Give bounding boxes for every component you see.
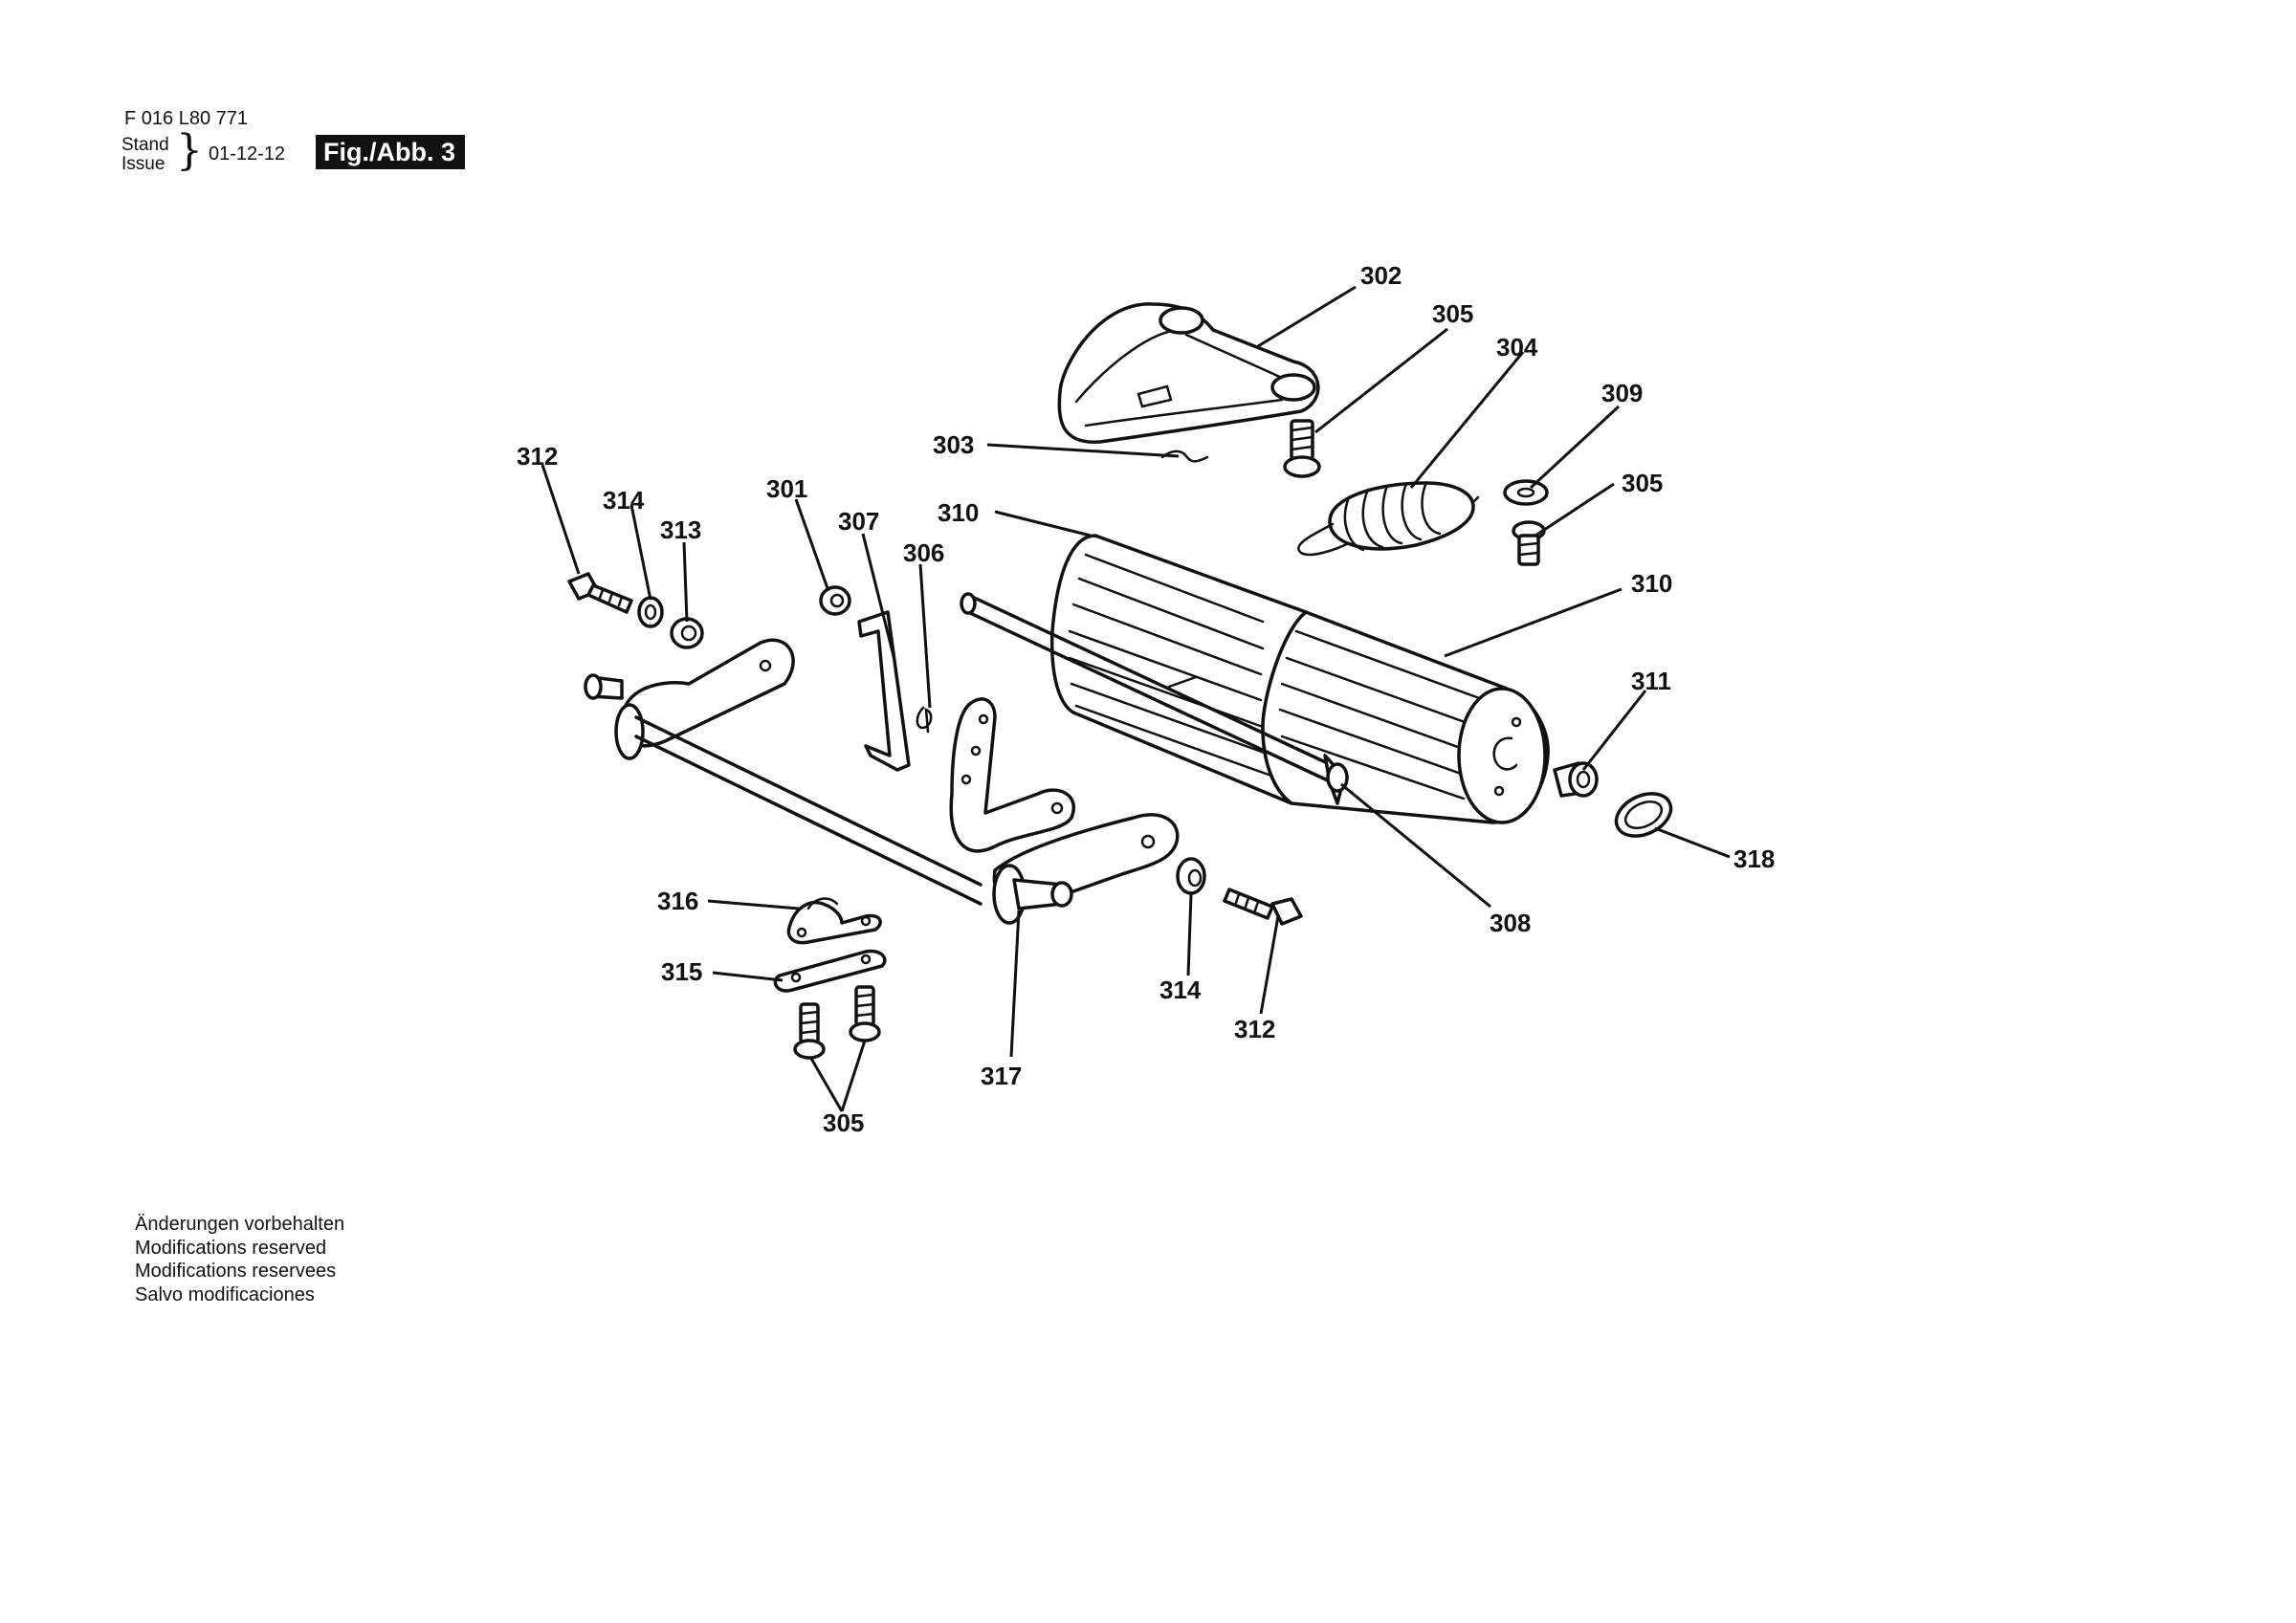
note-french: Modifications reservees [135, 1261, 337, 1283]
callout-308: 308 [1490, 909, 1531, 937]
part-310-roller-right [1261, 610, 1550, 824]
callout-312-left: 312 [517, 442, 558, 471]
part-305-screw-upper [1283, 419, 1321, 478]
callout-318: 318 [1733, 844, 1775, 873]
note-spanish: Salvo modificaciones [135, 1283, 315, 1305]
callout-313: 313 [660, 515, 701, 544]
part-304-spring [1297, 481, 1480, 557]
note-english: Modifications reserved [135, 1237, 327, 1259]
stand-label: Stand [121, 135, 169, 155]
callout-315: 315 [661, 957, 702, 986]
callout-303: 303 [933, 430, 974, 459]
part-308-shaft [960, 592, 1349, 805]
callout-314-bottom: 314 [1159, 976, 1202, 1004]
part-312-bolt-bottom [1223, 888, 1303, 926]
callout-310-right: 310 [1631, 569, 1672, 598]
part-305-screw-right [1512, 520, 1546, 566]
part-316-clamp [786, 897, 882, 945]
callout-305-top: 305 [1432, 299, 1473, 328]
callout-306: 306 [903, 538, 944, 567]
callout-317: 317 [981, 1062, 1022, 1090]
part-315-plate [773, 949, 887, 993]
callout-314-left: 314 [603, 486, 645, 515]
figure-label: Fig./Abb. 3 [316, 135, 465, 169]
callout-310-left: 310 [938, 498, 979, 527]
part-314-washer-bottom [1176, 857, 1206, 895]
document-number: F 016 L80 771 [124, 108, 248, 129]
callout-312-bottom: 312 [1234, 1015, 1275, 1043]
note-german: Änderungen vorbehalten [135, 1214, 345, 1235]
part-311-bushing [1553, 761, 1599, 798]
part-312-bolt-left [567, 572, 633, 614]
part-301-nut [819, 585, 851, 616]
part-305-screws-bottom [793, 985, 881, 1060]
leader-lines [541, 285, 1731, 1112]
part-main-axle [584, 638, 1180, 925]
callout-311: 311 [1631, 667, 1671, 695]
issue-label: Issue [121, 154, 166, 174]
part-303-clip [1160, 450, 1209, 463]
part-302-bracket [1057, 302, 1320, 444]
callout-301: 301 [766, 474, 807, 503]
modification-notes: Änderungen vorbehalten Modifications res… [135, 1213, 344, 1306]
part-314-washer-left [637, 596, 664, 628]
part-318-ring [1614, 792, 1673, 838]
part-307-rod [857, 610, 911, 772]
callout-302: 302 [1360, 261, 1402, 290]
callout-305-right: 305 [1622, 469, 1663, 497]
part-313-nut [670, 617, 704, 649]
issue-date: 01-12-12 [209, 143, 286, 164]
callout-labels: 302 305 304 309 305 303 310 310 311 318 … [517, 261, 1775, 1137]
part-306-pin [916, 706, 933, 734]
callout-316: 316 [657, 887, 698, 915]
callout-304: 304 [1496, 333, 1538, 362]
callout-305-bottom: 305 [823, 1108, 864, 1137]
part-309-washer [1503, 479, 1549, 506]
callout-309: 309 [1601, 379, 1643, 407]
brace-symbol: } [176, 126, 203, 175]
callout-307: 307 [838, 507, 879, 536]
